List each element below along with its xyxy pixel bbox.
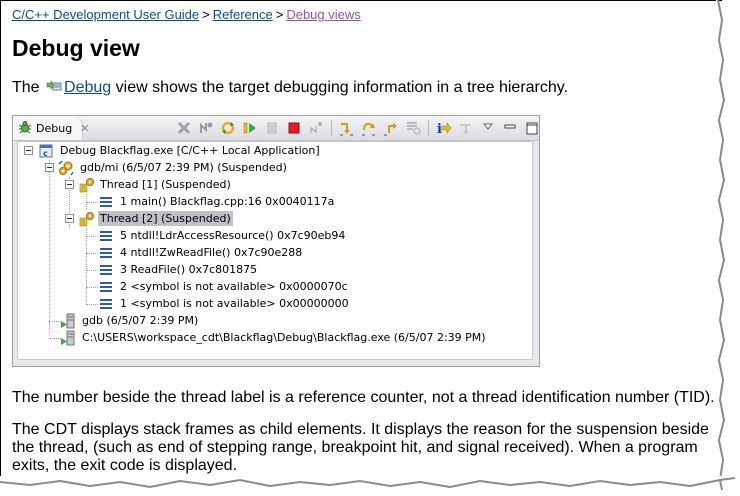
tree-connector <box>86 304 98 305</box>
debug-tree: c Debug Blackflag.exe [C/C++ Local Appli… <box>17 141 533 360</box>
connect-icon[interactable] <box>195 119 217 137</box>
tree-item-stack-frame[interactable]: 1 <symbol is not available> 0x00000000 <box>98 295 351 312</box>
bug-icon <box>18 120 32 137</box>
tree-item-label: gdb/mi (6/5/07 2:39 PM) (Suspended) <box>80 161 287 174</box>
tree-connector <box>86 270 98 271</box>
breadcrumb-separator: > <box>202 7 210 22</box>
torn-edge-bottom <box>0 476 735 489</box>
tree-item-label: 2 <symbol is not available> 0x0000070c <box>120 280 348 293</box>
tree-connector <box>86 236 98 237</box>
resume-icon[interactable] <box>239 119 261 137</box>
breadcrumb-link-user-guide[interactable]: C/C++ Development User Guide <box>12 7 200 22</box>
tree-item-label: Thread [1] (Suspended) <box>100 178 231 191</box>
stack-frame-icon <box>98 228 114 244</box>
close-icon[interactable]: ✕ <box>80 121 90 135</box>
tree-item-thread-1[interactable]: Thread [1] (Suspended) <box>78 176 233 193</box>
stack-frame-icon <box>98 279 114 295</box>
tree-item-label: 4 ntdll!ZwReadFile() 0x7c90e288 <box>120 246 303 259</box>
panel-header: Debug ✕ i <box>13 116 539 141</box>
stack-frame-icon <box>98 262 114 278</box>
toolbar-separator <box>331 120 332 136</box>
paragraph-stack-frames: The CDT displays stack frames as child e… <box>12 421 709 474</box>
step-into-icon[interactable] <box>336 119 358 137</box>
restart-icon[interactable] <box>217 119 239 137</box>
thread-suspended-icon <box>78 177 94 193</box>
minimize-icon[interactable] <box>499 119 521 137</box>
tree-item-stack-frame[interactable]: 3 ReadFile() 0x7c801875 <box>98 261 259 278</box>
collapse-toggle[interactable] <box>65 214 74 223</box>
toolbar-separator <box>428 120 429 136</box>
svg-text:c: c <box>43 149 48 158</box>
svg-text:i: i <box>437 122 442 136</box>
tree-connector <box>86 253 98 254</box>
debug-toolbar: i <box>173 119 543 137</box>
intro-paragraph: The Debug view shows the target debuggin… <box>12 79 568 97</box>
tree-item-label: Thread [2] (Suspended) <box>98 211 233 226</box>
stack-frame-icon <box>98 245 114 261</box>
terminate-icon[interactable] <box>283 119 305 137</box>
instruction-stepping-icon[interactable]: i <box>433 119 455 137</box>
tree-item-launch[interactable]: c Debug Blackflag.exe [C/C++ Local Appli… <box>38 142 322 159</box>
tree-item-stack-frame[interactable]: 2 <symbol is not available> 0x0000070c <box>98 278 350 295</box>
intro-prefix: The <box>12 79 40 96</box>
tree-item-label: 3 ReadFile() 0x7c801875 <box>120 263 258 276</box>
tree-item-label: 5 ntdll!LdrAccessResource() 0x7c90eb94 <box>120 229 346 242</box>
collapse-toggle[interactable] <box>65 180 74 189</box>
tree-connector <box>69 177 70 227</box>
tree-connector <box>49 160 50 335</box>
tree-item-process-gdb[interactable]: gdb (6/5/07 2:39 PM) <box>60 312 200 329</box>
maximize-icon[interactable] <box>521 119 543 137</box>
debug-view-icon <box>46 79 62 93</box>
stack-frame-icon <box>98 194 114 210</box>
tree-item-stack-frame[interactable]: 5 ntdll!LdrAccessResource() 0x7c90eb94 <box>98 227 347 244</box>
breadcrumb-separator: > <box>275 7 284 22</box>
tree-connector <box>86 202 98 203</box>
tree-item-label: 1 main() Blackflag.cpp:16 0x0040117a <box>120 195 335 208</box>
tree-item-label: Debug Blackflag.exe [C/C++ Local Applica… <box>60 144 320 157</box>
suspend-icon[interactable] <box>261 119 283 137</box>
view-menu-icon[interactable] <box>477 119 499 137</box>
step-return-icon[interactable] <box>380 119 402 137</box>
torn-edge-right <box>716 0 726 490</box>
debug-tab[interactable]: Debug ✕ <box>13 116 89 140</box>
breadcrumb: C/C++ Development User Guide>Reference>D… <box>12 7 361 22</box>
process-icon <box>60 330 76 346</box>
collapse-toggle[interactable] <box>45 163 54 172</box>
debug-view-link[interactable]: Debug <box>64 79 112 96</box>
step-over-icon[interactable] <box>358 119 380 137</box>
breadcrumb-link-debug-views[interactable]: Debug views <box>286 7 361 22</box>
tree-item-stack-frame[interactable]: 4 ntdll!ZwReadFile() 0x7c90e288 <box>98 244 304 261</box>
help-page: C/C++ Development User Guide>Reference>D… <box>0 0 722 482</box>
tree-connector <box>86 287 98 288</box>
tree-connector <box>49 338 61 339</box>
tree-item-label: C:\USERS\workspace_cdt\Blackflag\Debug\B… <box>82 331 486 344</box>
collapse-toggle[interactable] <box>24 146 33 155</box>
remove-terminated-icon[interactable] <box>173 119 195 137</box>
use-step-filters-icon[interactable] <box>455 119 477 137</box>
disconnect-icon[interactable] <box>305 119 327 137</box>
process-icon <box>60 313 76 329</box>
drop-to-frame-icon[interactable] <box>402 119 424 137</box>
launch-c-icon: c <box>38 143 54 159</box>
tree-item-thread-2[interactable]: Thread [2] (Suspended) <box>78 210 233 227</box>
intro-suffix: view shows the target debugging informat… <box>115 79 569 96</box>
breadcrumb-link-reference[interactable]: Reference <box>212 7 273 22</box>
tree-connector <box>49 321 61 322</box>
debug-tab-label: Debug <box>36 121 73 135</box>
stack-frame-icon <box>98 296 114 312</box>
tree-connector <box>86 228 87 303</box>
tree-item-label: 1 <symbol is not available> 0x00000000 <box>120 297 349 310</box>
tree-item-label: gdb (6/5/07 2:39 PM) <box>82 314 199 327</box>
paragraph-thread-counter: The number beside the thread label is a … <box>12 389 715 406</box>
debug-target-icon <box>58 159 74 176</box>
tree-connector <box>86 194 87 209</box>
debug-panel: Debug ✕ i <box>12 115 540 367</box>
tree-item-debug-target[interactable]: gdb/mi (6/5/07 2:39 PM) (Suspended) <box>58 159 289 176</box>
thread-suspended-icon <box>78 211 94 227</box>
tree-item-process-exe[interactable]: C:\USERS\workspace_cdt\Blackflag\Debug\B… <box>60 329 488 346</box>
tree-item-stack-frame[interactable]: 1 main() Blackflag.cpp:16 0x0040117a <box>98 193 336 210</box>
page-title: Debug view <box>12 35 140 61</box>
